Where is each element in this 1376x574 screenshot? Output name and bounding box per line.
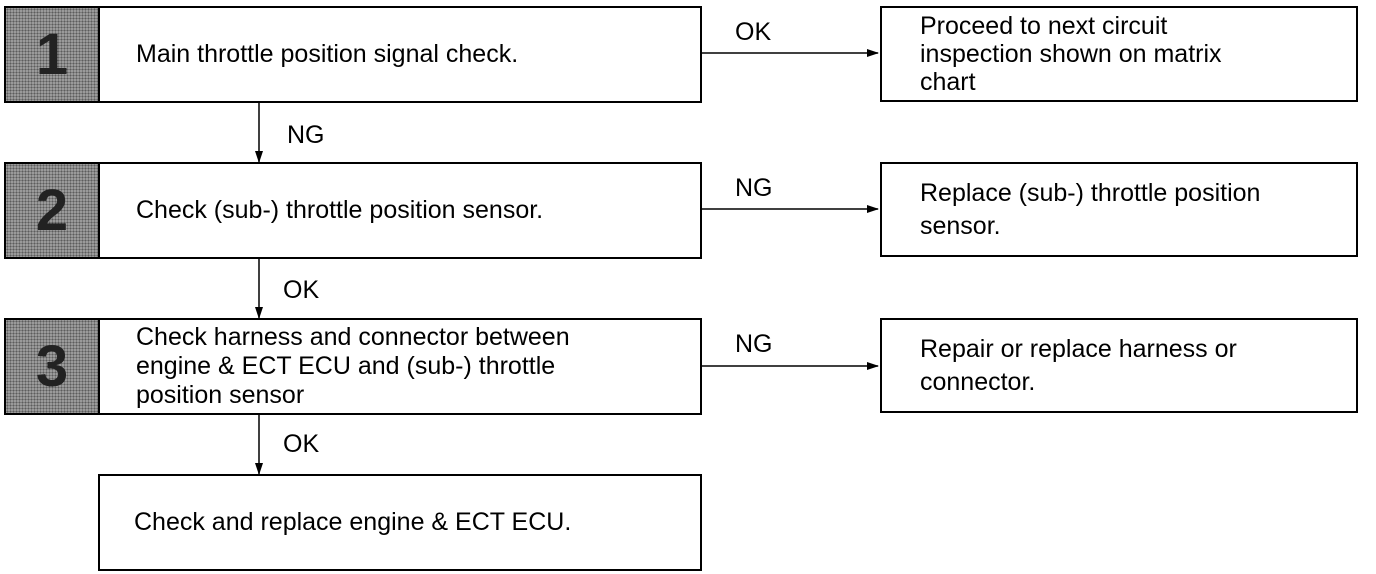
label-step1-ng: NG (287, 121, 325, 149)
result-2-text: Replace (sub-) throttle position sensor. (920, 178, 1261, 240)
step-3-text: Check harness and connector between engi… (136, 323, 570, 409)
final-step-box: Check and replace engine & ECT ECU. (98, 474, 702, 571)
label-step3-ng: NG (735, 330, 773, 358)
result-2-box: Replace (sub-) throttle position sensor. (880, 162, 1358, 257)
result-3-box: Repair or replace harness or connector. (880, 318, 1358, 413)
step-2-text: Check (sub-) throttle position sensor. (136, 196, 544, 224)
label-step2-ng: NG (735, 174, 773, 202)
step-1-number: 1 (6, 8, 100, 101)
result-3-text: Repair or replace harness or connector. (920, 334, 1237, 396)
label-step1-ok: OK (735, 18, 772, 46)
final-step-text: Check and replace engine & ECT ECU. (134, 508, 572, 536)
step-1-box: 1 Main throttle position signal check. (4, 6, 702, 103)
step-3-box: 3 Check harness and connector between en… (4, 318, 702, 415)
result-1-text: Proceed to next circuit inspection shown… (920, 12, 1222, 96)
label-step2-ok: OK (283, 276, 320, 304)
step-3-number: 3 (6, 320, 100, 413)
step-2-box: 2 Check (sub-) throttle position sensor. (4, 162, 702, 259)
result-1-box: Proceed to next circuit inspection shown… (880, 6, 1358, 102)
label-step3-ok: OK (283, 430, 320, 458)
step-1-text: Main throttle position signal check. (136, 40, 519, 68)
step-2-number: 2 (6, 164, 100, 257)
